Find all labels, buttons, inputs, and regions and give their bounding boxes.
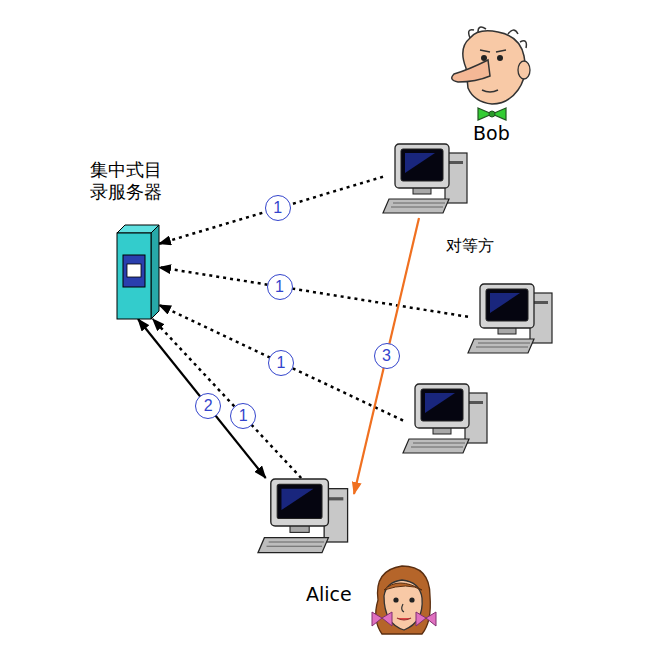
callout-number: 1: [268, 350, 294, 376]
node-label: Alice: [306, 583, 352, 606]
alice-bow: [416, 612, 436, 626]
bob-bowtie-knot: [489, 111, 495, 117]
computer-shape: [468, 283, 558, 358]
bob-bowtie: [478, 108, 506, 120]
server-display: [127, 264, 141, 277]
alice-eye: [393, 597, 398, 602]
computer-node: [403, 383, 493, 458]
computer-shape: [403, 383, 493, 458]
keyboard-keys: [411, 443, 465, 447]
alice-mouth: [397, 618, 411, 620]
screen-glare: [405, 153, 435, 173]
computer-screen: [486, 289, 528, 321]
computer-keyboard: [403, 439, 469, 453]
server-panel: [123, 255, 145, 287]
alice-eye: [409, 597, 414, 602]
computer-screen: [277, 484, 322, 518]
bob-face: [452, 27, 530, 120]
callout-number: 1: [265, 195, 291, 221]
computer-keyboard: [468, 339, 534, 353]
keyboard-keys: [267, 542, 325, 546]
computer-screen: [401, 149, 443, 181]
dotted-arrow: [159, 267, 468, 316]
computer-icon: [258, 479, 348, 553]
alice-hair: [376, 566, 431, 634]
server-side: [151, 225, 159, 319]
callout-number: 1: [230, 403, 256, 429]
computer-monitor: [480, 284, 534, 328]
bob-nose: [452, 60, 490, 82]
screen-glare: [490, 293, 520, 313]
alice-face: [372, 566, 436, 634]
callout-number: 3: [374, 343, 400, 369]
computer-drive: [469, 401, 483, 404]
screen-glare: [425, 393, 455, 413]
keyboard-keys: [476, 343, 530, 347]
computer-keyboard: [383, 199, 449, 213]
bob-eye: [481, 55, 487, 61]
server-shape: [117, 225, 159, 319]
node-label: 对等方: [446, 236, 494, 255]
alice-fringe: [384, 583, 422, 590]
computer-keyboard: [258, 538, 328, 553]
computer-drive: [534, 301, 548, 304]
computer-screen: [421, 389, 463, 421]
server-node: 集中式目 录服务器: [117, 225, 159, 319]
computer-drive: [449, 161, 463, 164]
computer-node: Bob: [383, 143, 473, 218]
node-label: Bob: [473, 122, 510, 145]
computer-drive: [328, 497, 343, 500]
bob-hair: [469, 27, 527, 48]
computer-shape: [383, 143, 473, 218]
bob-eye: [497, 55, 503, 61]
computer-node: 对等方: [468, 283, 558, 358]
computer-icon: [383, 144, 467, 213]
computer-icon: [468, 284, 552, 353]
server-icon: [117, 225, 159, 319]
bob-ear: [518, 61, 530, 79]
computer-icon: [403, 384, 487, 453]
dotted-arrow: [153, 319, 302, 478]
callout-number: 2: [195, 393, 221, 419]
alice-nose: [402, 604, 404, 612]
alice-bow: [372, 612, 392, 626]
computer-monitor: [271, 479, 329, 526]
screen-glare: [281, 489, 313, 510]
server-front: [117, 233, 151, 319]
computer-monitor: [395, 144, 449, 188]
bob-mouth: [482, 90, 498, 92]
computer-node: Alice: [258, 478, 354, 558]
computer-monitor: [415, 384, 469, 428]
node-label: 集中式目 录服务器: [86, 159, 166, 202]
query-arrow: [138, 319, 266, 478]
bob-brow: [480, 50, 506, 52]
dotted-arrow: [159, 177, 383, 244]
keyboard-keys: [391, 203, 445, 207]
computer-shape: [258, 478, 354, 558]
callout-number: 1: [267, 274, 293, 300]
dotted-arrow: [159, 305, 403, 421]
